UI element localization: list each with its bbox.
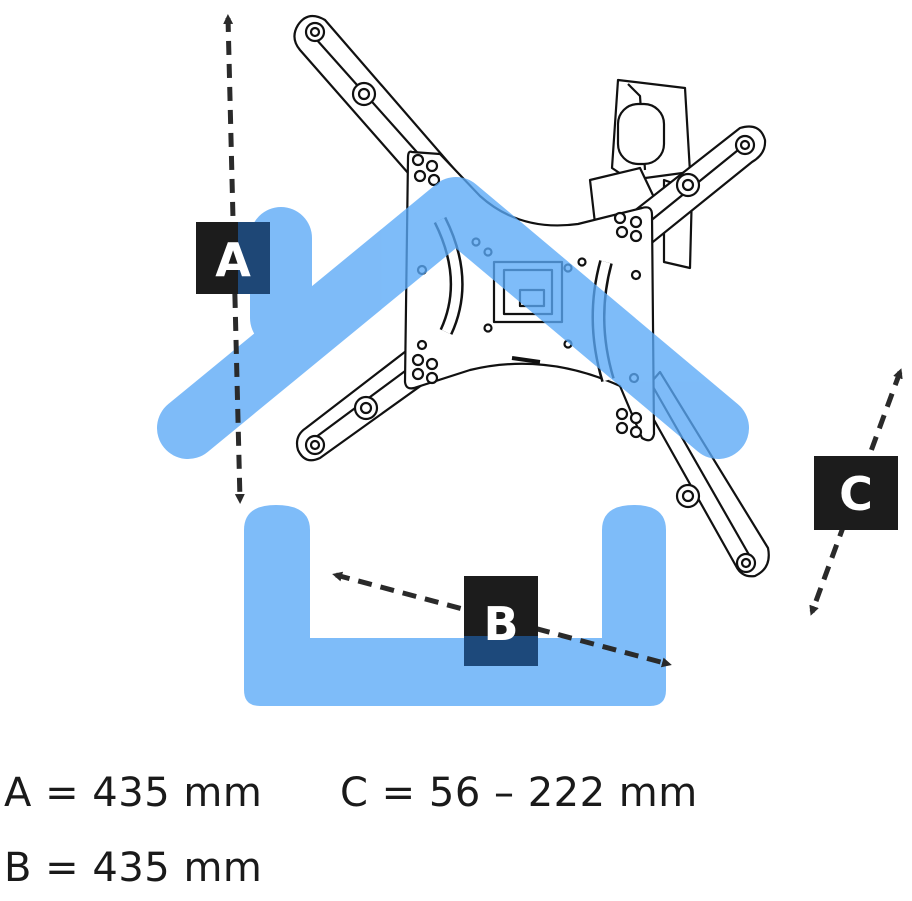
badge-b-label: B [483,597,518,651]
badge-b: B [464,576,538,666]
dimension-a-text: A = 435 mm [4,770,263,816]
badge-c: C [814,456,898,530]
badge-c-label: C [839,467,873,521]
badge-a: A [196,222,270,294]
badge-a-label: A [215,233,251,287]
house-roof [157,177,749,459]
dimension-b-text: B = 435 mm [4,845,263,891]
dimension-c-text: C = 56 – 222 mm [340,770,698,816]
